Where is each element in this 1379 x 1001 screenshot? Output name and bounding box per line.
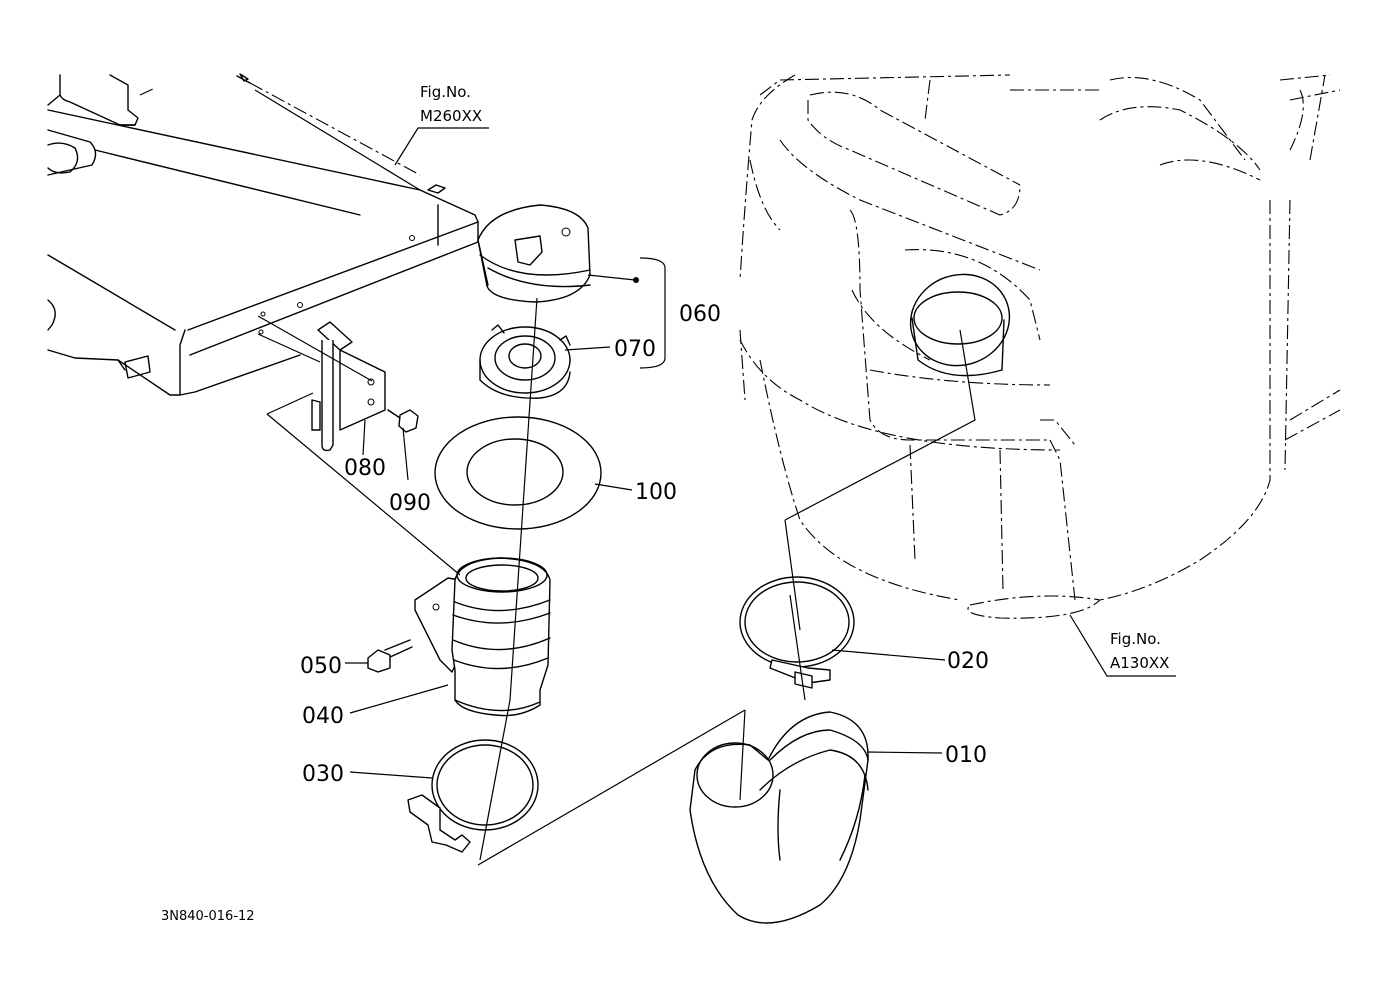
fuel-cap-060 <box>477 204 591 303</box>
center-lines <box>254 89 1176 866</box>
part-label-090: 090 <box>389 491 431 516</box>
filler-neck-040 <box>414 557 551 717</box>
part-label-070: 070 <box>614 337 656 362</box>
hose-010 <box>689 711 869 924</box>
part-label-080: 080 <box>344 456 386 481</box>
frame-assembly <box>47 73 479 396</box>
clamp-020 <box>739 576 855 689</box>
part-label-020: 020 <box>947 649 989 674</box>
part-label-030: 030 <box>302 762 344 787</box>
part-label-010: 010 <box>945 743 987 768</box>
cap-adapter-070 <box>479 324 571 399</box>
drawing-code: 3N840-016-12 <box>161 909 255 924</box>
clamp-030 <box>407 739 539 853</box>
fig-ref-top-line2: M260XX <box>420 107 482 125</box>
bracket-080 <box>311 321 386 452</box>
part-label-060: 060 <box>679 302 721 327</box>
fig-ref-right-line2: A130XX <box>1110 654 1169 672</box>
part-label-100: 100 <box>635 480 677 505</box>
fig-ref-right-line1: Fig.No. <box>1110 630 1161 648</box>
bolt-050 <box>367 639 413 673</box>
bolt-090 <box>387 409 419 433</box>
part-label-040: 040 <box>302 704 344 729</box>
part-label-050: 050 <box>300 654 342 679</box>
fig-ref-top-line1: Fig.No. <box>420 83 471 101</box>
fuel-tank <box>739 74 1341 619</box>
part-leaders <box>345 257 946 779</box>
washer-100 <box>434 416 602 530</box>
